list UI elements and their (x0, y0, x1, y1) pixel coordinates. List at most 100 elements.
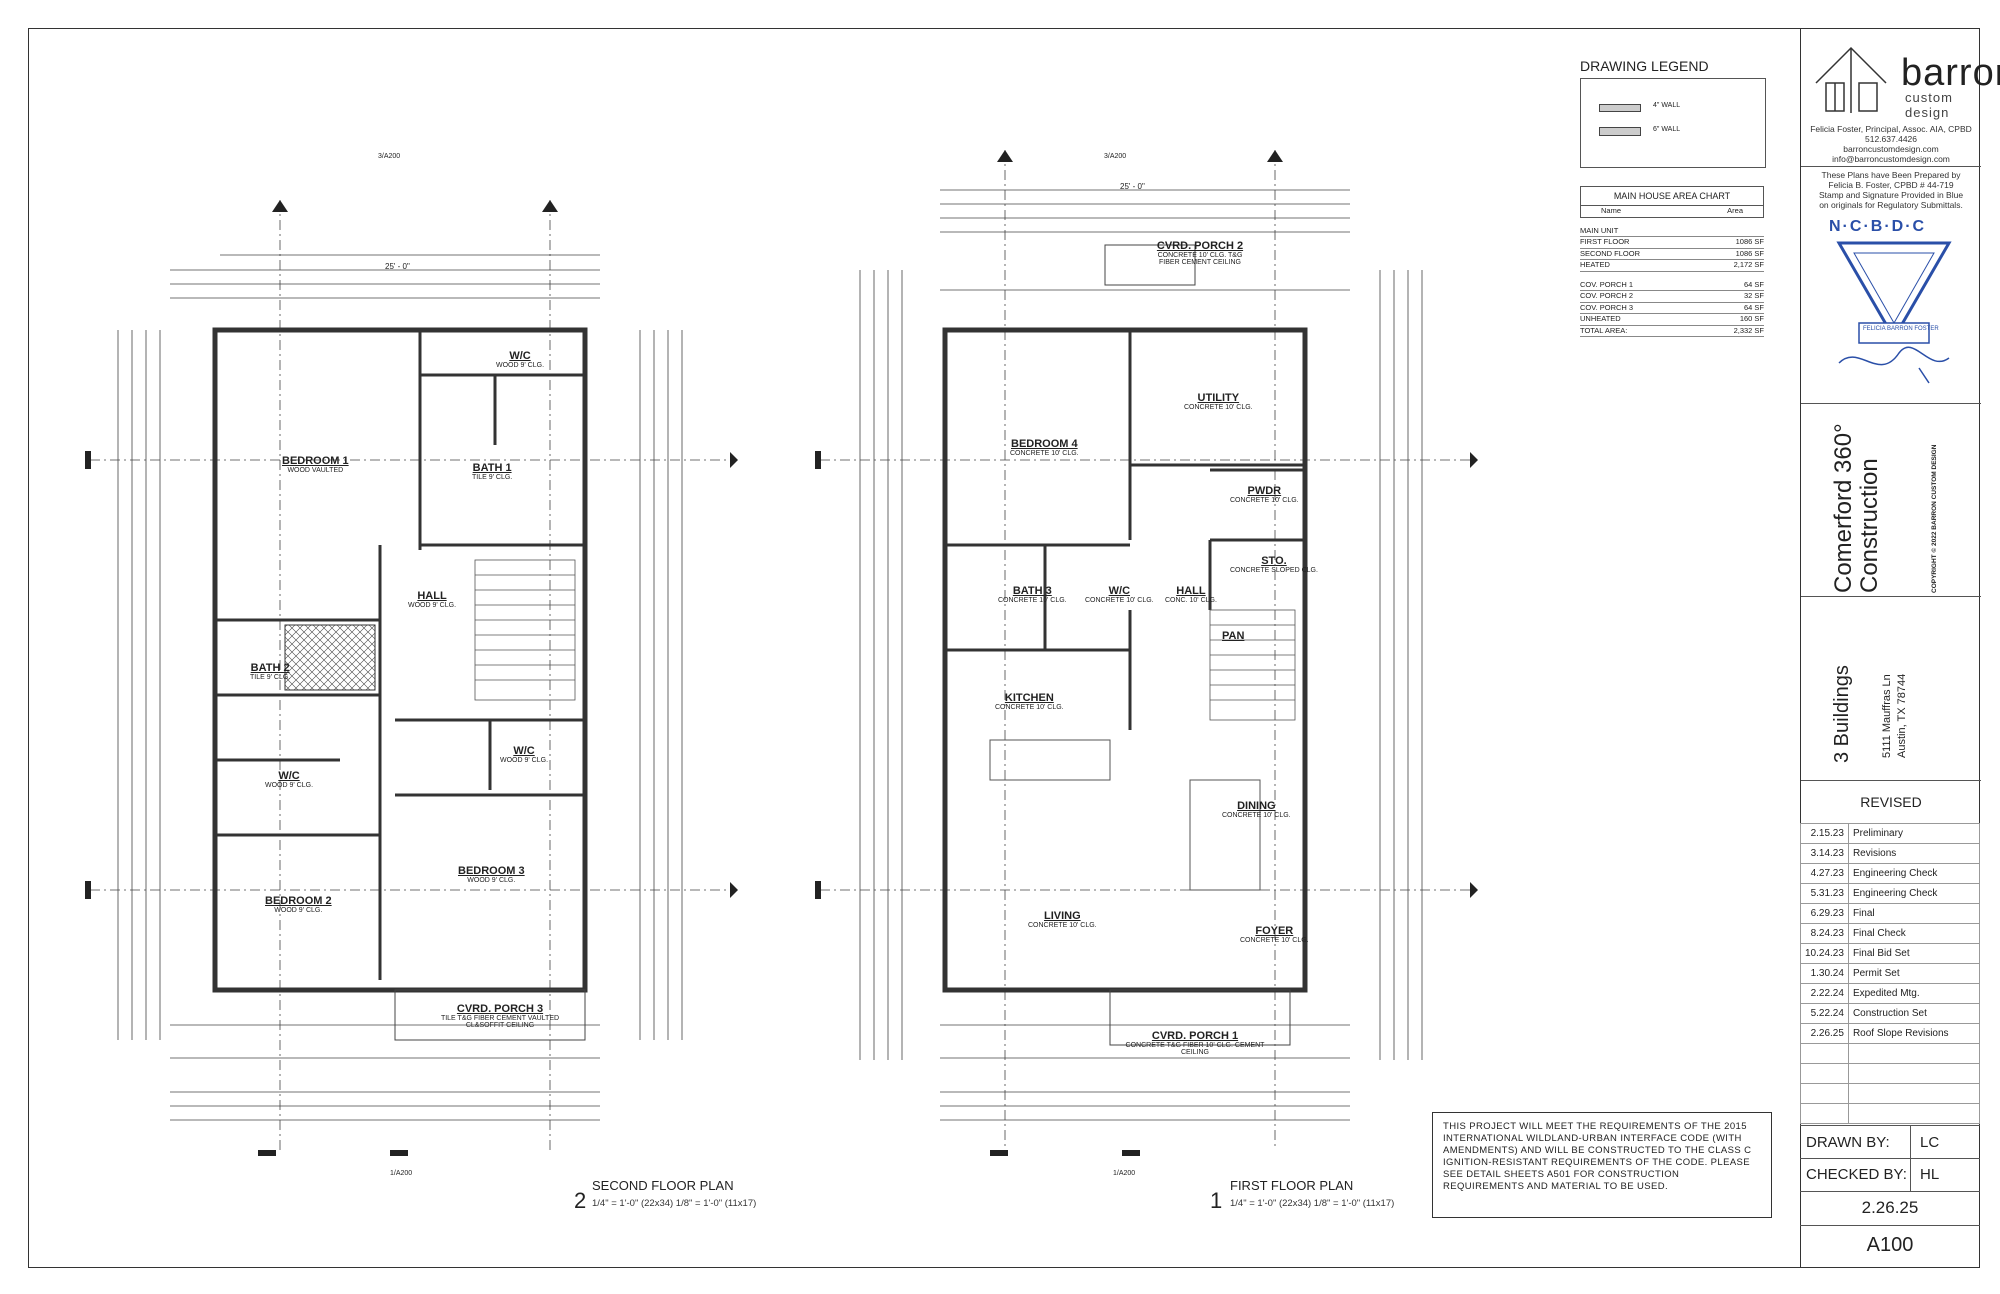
wildland-code-note: This project will meet the requirements … (1432, 1112, 1772, 1218)
copyright-text: COPYRIGHT © 2022 BARRON CUSTOM DESIGN (1931, 444, 1938, 593)
logo-name: barron (1901, 52, 2000, 94)
ff-room-pan: PAN (1222, 630, 1244, 642)
ff-room-label: LIVING (1043, 910, 1081, 922)
tb-divider (1801, 403, 1981, 404)
sf-ref-bottom: 1/A200 (390, 1170, 413, 1177)
sf-room-sub: WOOD 9' CLG. (274, 907, 323, 914)
revision-desc: Engineering Check (1847, 863, 1981, 884)
sf-room-sub: TILE 9' CLG. (250, 674, 291, 681)
revision-date: 5.31.23 (1800, 883, 1849, 904)
project-name: Comerford 360° Construction (1830, 423, 1883, 593)
building-name: 3 Buildings (1831, 665, 1853, 763)
sf-room-bath-1: BATH 1 TILE 9' CLG. (472, 462, 512, 481)
ff-room-label: BATH 3 (1012, 585, 1052, 597)
area-row-name: SECOND FLOOR (1580, 248, 1641, 258)
prepared-line: Stamp and Signature Provided in Blue (1818, 190, 1964, 200)
ff-room-label: PWDR (1247, 485, 1282, 497)
revision-desc: Revisions (1847, 843, 1981, 864)
ff-ref-top: 3/A200 (1104, 153, 1127, 160)
ff-room-sub: CONCRETE 10' CLG. (1222, 812, 1291, 819)
sf-room-porch-3: CVRD. PORCH 3 TILE T&G FIBER CEMENT VAUL… (430, 1003, 570, 1029)
area-row-value: 1086 SF (1735, 248, 1764, 258)
area-row-value: 2,332 SF (1733, 325, 1764, 335)
revision-date: 1.30.24 (1800, 963, 1849, 984)
area-header-name: Name (1601, 206, 1622, 215)
sf-plan-title: SECOND FLOOR PLAN (592, 1178, 734, 1193)
sf-room-label: CVRD. PORCH 3 (456, 1003, 544, 1015)
logo-sub: custom design (1905, 90, 1953, 120)
sf-room-label: W/C (278, 770, 300, 782)
contact-line: Felicia Foster, Principal, Assoc. AIA, C… (1810, 124, 1972, 134)
sf-room-sub: WOOD 9' CLG. (467, 877, 516, 884)
area-row-name: COV. PORCH 3 (1580, 302, 1634, 312)
sf-room-sub: TILE T&G FIBER CEMENT VAULTED CL&SOFFIT … (440, 1015, 560, 1029)
prepared-line: on originals for Regulatory Submittals. (1819, 200, 1963, 210)
sf-room-label: W/C (513, 745, 535, 757)
sf-room-wc-1: W/C WOOD 9' CLG. (496, 350, 544, 369)
area-chart-header: Name Area (1580, 206, 1764, 218)
ff-room-kitchen: KITCHEN CONCRETE 10' CLG. (995, 692, 1064, 711)
revision-desc (1847, 1083, 1981, 1104)
ff-room-sub: CONCRETE 10' CLG. (1230, 497, 1299, 504)
revision-desc: Final (1847, 903, 1981, 924)
revision-date (1800, 1083, 1849, 1104)
area-row-value: 2,172 SF (1733, 260, 1764, 269)
area-row-name: HEATED (1580, 260, 1610, 269)
sf-room-label: BEDROOM 2 (265, 895, 332, 907)
address-line-1: 5111 Mauffras Ln (1881, 674, 1893, 758)
ff-room-wc: W/C CONCRETE 10' CLG. (1085, 585, 1154, 604)
revision-date: 2.26.25 (1800, 1023, 1849, 1044)
area-row-value: 64 SF (1743, 279, 1764, 289)
revision-date: 2.22.24 (1800, 983, 1849, 1004)
area-chart-row: COV. PORCH 3 64 SF (1580, 302, 1764, 314)
ff-room-label: PAN (1222, 630, 1245, 642)
sf-room-hall: HALL WOOD 9' CLG. (408, 590, 456, 609)
sf-room-wc-3: W/C WOOD 9' CLG. (500, 745, 548, 764)
revision-date: 4.27.23 (1800, 863, 1849, 884)
wall-6-swatch (1599, 127, 1641, 136)
prepared-line: Felicia B. Foster, CPBD # 44-719 (1828, 180, 1954, 190)
revision-date (1800, 1103, 1849, 1124)
ff-room-foyer: FOYER CONCRETE 10' CLG. (1240, 925, 1309, 944)
revision-desc: Engineering Check (1847, 883, 1981, 904)
sheet-date: 2.26.25 (1861, 1198, 1919, 1217)
contact-line: barroncustomdesign.com (1843, 144, 1939, 154)
ff-room-sub: CONCRETE 10' CLG. (1240, 937, 1309, 944)
second-floor-plan-drawing (85, 200, 738, 1156)
ff-overall-width: 25' - 0" (1120, 182, 1145, 191)
sf-room-label: HALL (417, 590, 447, 602)
revision-desc: Preliminary (1847, 823, 1981, 844)
legend-item: 6" WALL (1653, 126, 1681, 133)
sf-room-sub: WOOD 9' CLG. (500, 757, 549, 764)
ff-room-label: W/C (1108, 585, 1131, 597)
drawn-by-value: LC (1920, 1134, 1940, 1151)
area-row-value: 32 SF (1743, 291, 1764, 300)
ff-room-sub: CONCRETE 10' CLG. (1184, 404, 1253, 411)
checked-by-value: HL (1920, 1166, 1940, 1183)
tb-divider (1800, 1191, 1980, 1192)
sf-room-label: BATH 2 (250, 662, 290, 674)
ff-room-living: LIVING CONCRETE 10' CLG. (1028, 910, 1097, 929)
ff-room-porch-1: CVRD. PORCH 1 CONCRETE T&G FIBER 10' CLG… (1125, 1030, 1265, 1056)
sf-room-label: W/C (509, 350, 531, 362)
ff-room-label: UTILITY (1197, 392, 1240, 404)
checked-by-label: CHECKED BY: (1806, 1166, 1907, 1183)
area-row-value: 64 SF (1743, 302, 1764, 312)
area-row-name: UNHEATED (1580, 314, 1621, 323)
area-chart-row: TOTAL AREA:2,332 SF (1580, 325, 1764, 337)
sf-ref-top: 3/A200 (378, 153, 401, 160)
revision-desc: Construction Set (1847, 1003, 1981, 1024)
ff-room-sub: CONCRETE SLOPED CLG. (1230, 567, 1318, 574)
ff-room-sub: CONCRETE T&G FIBER 10' CLG. CEMENT CEILI… (1125, 1042, 1265, 1056)
sheet-number: A100 (1866, 1234, 1914, 1256)
sf-room-label: BEDROOM 3 (458, 865, 525, 877)
revision-desc (1847, 1043, 1981, 1064)
ff-room-sub: CONCRETE 10' CLG. (1085, 597, 1154, 604)
prepared-block: These Plans have Been Prepared by Felici… (1801, 166, 1981, 210)
